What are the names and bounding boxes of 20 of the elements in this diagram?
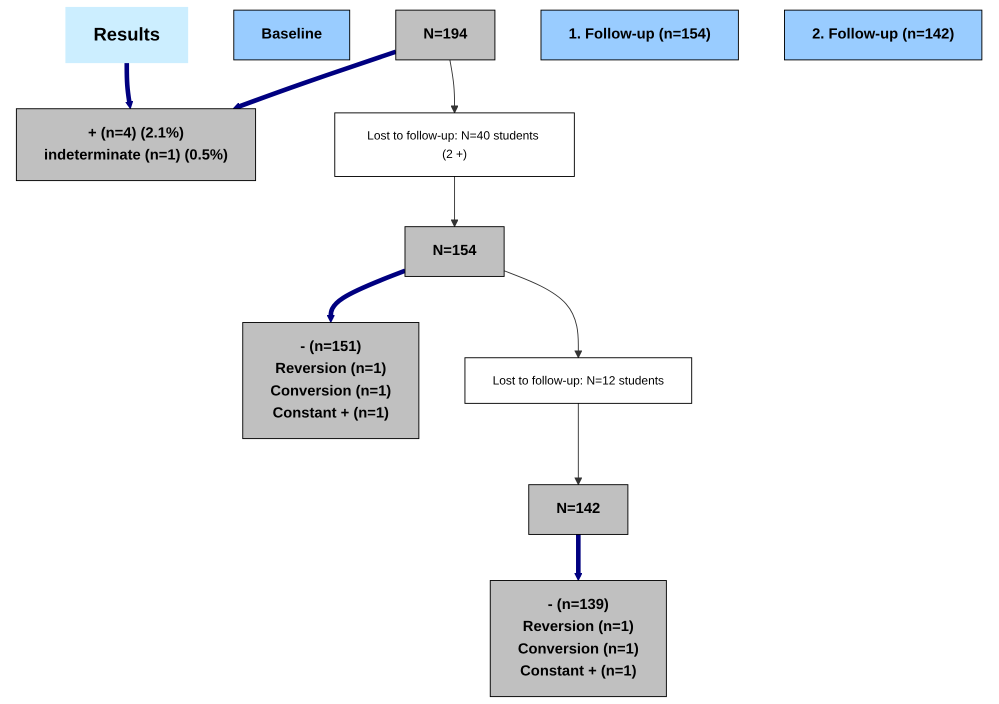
node-box: Baseline (234, 10, 351, 60)
arrow (504, 270, 583, 358)
node-box: N=194 (396, 10, 496, 60)
node-box: 2. Follow-up (n=142) (784, 10, 983, 60)
node-box: Results (66, 6, 189, 64)
node-box: N=142 (528, 484, 629, 535)
arrow (327, 268, 406, 323)
node-box: - (n=151) Reversion (n=1) Conversion (n=1) Constant + (n=1) (242, 322, 420, 440)
node-box: 1. Follow-up (n=154) (540, 10, 740, 60)
arrow (450, 176, 459, 228)
arrow (124, 62, 134, 110)
arrow (450, 59, 459, 114)
node-box: + (n=4) (2.1%) indeterminate (n=1) (0.5%) (16, 108, 256, 182)
node-box: Lost to follow-up: N=12 students (464, 357, 693, 404)
node-box: - (n=139) Reversion (n=1) Conversion (n=1) Constant + (n=1) (490, 580, 668, 698)
node-box: Lost to follow-up: N=40 students (2 +) (334, 112, 576, 177)
arrow (233, 50, 397, 110)
arrow (574, 402, 583, 486)
arrow (574, 534, 583, 581)
node-box: N=154 (404, 226, 505, 277)
